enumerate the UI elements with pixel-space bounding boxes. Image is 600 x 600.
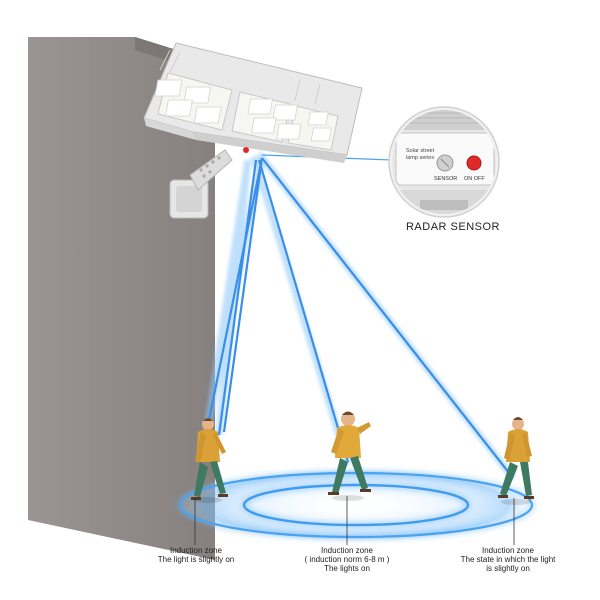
induction-rings [176,467,536,543]
zone-label-center: Induction zone ( induction norm 6-8 m ) … [300,546,394,573]
zone-left-line1: Induction zone [169,546,223,555]
power-switch-icon [466,155,482,171]
person-center [328,411,371,501]
radar-sensor-callout: Solar street lamp series SENSOR ON OFF [388,106,500,218]
solar-street-lamp [143,42,363,163]
zone-right-line1: Induction zone [481,546,535,555]
sensor-indicator-icon [243,147,249,153]
detection-beams [203,149,516,481]
zone-right-line2: The state in which the light [460,555,556,564]
sensor-label: SENSOR [434,176,457,182]
switch-label: ON OFF [464,176,485,182]
zone-center-line1: Induction zone [320,546,374,555]
panel-text-line2: lamp series [406,155,434,161]
panel-text-line1: Solar street [406,148,435,154]
radar-sensor-caption: RADAR SENSOR [405,221,501,233]
mounting-bracket [169,149,233,219]
zone-right-line3: is slightly on [486,564,530,573]
zone-label-right: Induction zone The state in which the li… [448,546,568,573]
zone-center-line2: ( induction norm 6-8 m ) [304,555,390,564]
zone-center-line3: The lights on [324,564,370,573]
label-pointers [194,496,515,545]
zone-label-left: Induction zone The light is slightly on [150,546,242,564]
zone-left-line2: The light is slightly on [157,555,235,564]
person-left [191,418,228,503]
person-right [498,417,534,505]
